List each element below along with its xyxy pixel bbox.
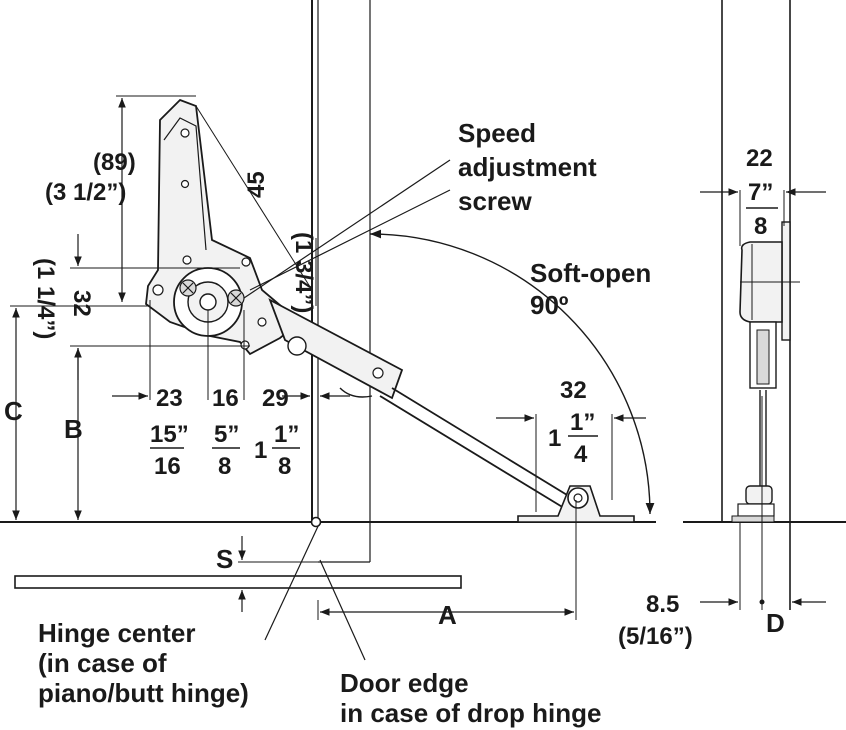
hinge-center-label-line3: piano/butt hinge) <box>38 678 249 708</box>
frac-7-8-top: 7” <box>748 179 773 206</box>
dim-S: S <box>216 544 233 574</box>
frac-1-1-8-top: 1” <box>274 421 299 448</box>
hinge-center-label-line2: (in case of <box>38 648 167 678</box>
frac-1-1-8-bottom: 8 <box>278 453 291 480</box>
door-edge-label-line1: Door edge <box>340 668 469 698</box>
dim-45: 45 <box>243 171 270 198</box>
dim-B: B <box>64 414 83 444</box>
speed-label-line3: screw <box>458 186 532 216</box>
soft-open-label: Soft-open <box>530 258 651 288</box>
dim-1-3-4: (1 3/4”) <box>290 232 317 313</box>
dim-A: A <box>438 600 457 630</box>
frac-15-16-bottom: 16 <box>154 453 181 480</box>
door-edge-label-line2: in case of drop hinge <box>340 698 601 728</box>
frac-1-1-4-bottom: 4 <box>574 441 588 468</box>
dim-16: 16 <box>212 385 239 412</box>
frac-5-8-top: 5” <box>214 421 239 448</box>
dim-32-left: 32 <box>68 290 95 317</box>
speed-label-line1: Speed <box>458 118 536 148</box>
dim-C: C <box>4 396 23 426</box>
hinge-center-label-line1: Hinge center <box>38 618 196 648</box>
dim-8-5: 8.5 <box>646 591 679 618</box>
dim-3-1-2: (3 1/2”) <box>45 179 126 206</box>
dim-32-right: 32 <box>560 377 587 404</box>
labels: Speed adjustment screw Soft-open 90º Hin… <box>4 118 785 728</box>
dim-23: 23 <box>156 385 183 412</box>
frac-15-16-top: 15” <box>150 421 189 448</box>
frac-1-1-4-top: 1” <box>570 409 595 436</box>
dimension-lines <box>10 95 826 620</box>
cabinet-structure <box>0 0 846 610</box>
soft-open-angle: 90º <box>530 290 569 320</box>
speed-label-line2: adjustment <box>458 152 597 182</box>
door-panel <box>14 575 462 589</box>
dim-29: 29 <box>262 385 289 412</box>
frac-1-1-8-whole: 1 <box>254 437 267 464</box>
hinge-center-marker <box>310 516 322 528</box>
dim-1-1-4-left: (1 1/4”) <box>32 258 59 339</box>
side-view-mechanism <box>731 221 800 523</box>
frac-1-1-4-whole: 1 <box>548 425 561 452</box>
dim-89: (89) <box>93 149 136 176</box>
frac-5-8-bottom: 8 <box>218 453 231 480</box>
dim-5-16: (5/16”) <box>618 623 693 650</box>
dim-D: D <box>766 608 785 638</box>
frac-7-8-bottom: 8 <box>754 213 767 240</box>
soft-open-arc <box>369 229 655 515</box>
dim-22: 22 <box>746 145 773 172</box>
